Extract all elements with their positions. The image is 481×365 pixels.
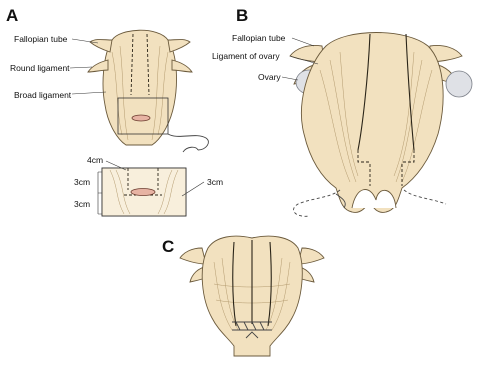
measure-3cm-left-lower: 3cm: [74, 199, 90, 209]
panel-c: C: [162, 236, 324, 356]
panel-a-inset-incision: [131, 189, 155, 196]
panel-c-letter: C: [162, 237, 174, 256]
label-ligament-of-ovary: Ligament of ovary: [212, 51, 280, 61]
label-broad-ligament: Broad ligament: [14, 90, 72, 100]
panel-a-uterus: [88, 30, 208, 152]
measure-3cm-right: 3cm: [207, 177, 223, 187]
panel-a-inset: [102, 168, 186, 216]
ovary-right: [446, 71, 472, 97]
label-round-ligament: Round ligament: [10, 63, 70, 73]
panel-a: A Fallopian tube Round ligament Broad li…: [6, 6, 223, 216]
measure-4cm: 4cm: [87, 155, 103, 165]
label-fallopian-tube-a: Fallopian tube: [14, 34, 68, 44]
panel-a-letter: A: [6, 6, 18, 25]
panel-c-uterus: [180, 236, 324, 356]
label-fallopian-tube-b: Fallopian tube: [232, 33, 286, 43]
panel-b-letter: B: [236, 6, 248, 25]
panel-b: B Fallopian tube Ligament of ovary Ovary: [212, 6, 472, 216]
panel-b-uterus: [290, 33, 472, 217]
label-ovary: Ovary: [258, 72, 281, 82]
panel-a-incision: [132, 115, 150, 121]
measure-3cm-left-upper: 3cm: [74, 177, 90, 187]
